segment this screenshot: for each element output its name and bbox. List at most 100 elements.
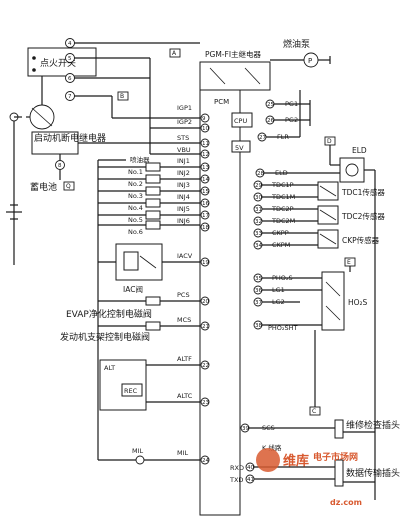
pin-circle-altc — [200, 397, 210, 407]
pin-pcs: PCS — [177, 291, 190, 299]
pin-circle-inj2 — [200, 174, 210, 184]
relay-coil-1 — [209, 67, 226, 85]
flag-q-label: Q — [66, 183, 71, 190]
tdc1-sensor: TDC1传感器 — [317, 181, 385, 201]
pin-num-inj2: 14 — [202, 177, 209, 183]
injector-no5-name: No.5 — [128, 216, 143, 224]
rec-box — [121, 383, 143, 397]
pin-num-igp1: 9 — [202, 116, 206, 122]
injector-coil-3 — [145, 186, 161, 196]
cpu-label: CPU — [234, 117, 247, 125]
right-pins-top: PG1 25 PG2 26 FLR 27 — [257, 90, 311, 142]
pin-inj5: INJ5 — [177, 205, 190, 213]
ckp-winding — [319, 233, 337, 245]
pin-num-inj4: 16 — [202, 201, 209, 207]
battery-label: 蓄电池 — [30, 181, 57, 193]
pin-altf: ALTF — [177, 355, 192, 363]
pin-txd: TXD — [229, 476, 243, 484]
injector-no6: No.6 INJ6 18 — [98, 217, 209, 236]
pin-circle-inj5 — [200, 210, 210, 220]
iac-coil — [123, 251, 139, 271]
relay-coil-2 — [244, 67, 261, 85]
watermark-brand: 维库 — [283, 453, 309, 469]
ho2s-element — [325, 281, 341, 297]
injector-coil-5 — [145, 210, 161, 220]
tdc2-sensor-label: TDC2传感器 — [341, 211, 385, 221]
iac-symbol-stroke — [139, 255, 157, 269]
pin-inj2: INJ2 — [177, 169, 190, 177]
injector-no1-name: No.1 — [128, 168, 143, 176]
main-relay-box — [199, 61, 271, 91]
pin-num-mcs: 21 — [202, 324, 209, 330]
injector-coil-4 — [145, 198, 161, 208]
mil-lamp-label: MIL — [132, 447, 144, 455]
pin-num-tdc2p: 31 — [255, 207, 262, 213]
pin-num-ckpp: 33 — [255, 231, 262, 237]
pin-num-pg1: 25 — [267, 102, 274, 108]
fuse-number-4: 7 — [68, 94, 72, 100]
fuse-number-3: 6 — [68, 76, 72, 82]
pin-circle-inj4 — [200, 198, 210, 208]
mil-lamp — [135, 455, 145, 465]
eld-device-label: ELD — [352, 146, 367, 155]
pin-num-ckpm: 34 — [255, 243, 262, 249]
flag-b-label: B — [120, 93, 124, 100]
pin-num-scs: 39 — [242, 426, 249, 432]
ckp-sensor: CKP传感器 — [317, 229, 380, 249]
pin-circle-igp2 — [200, 123, 210, 133]
flag-a-label: A — [172, 50, 177, 57]
injector-no1: No.1 INJ1 13 — [98, 157, 209, 176]
ckp-sensor-label: CKP传感器 — [342, 235, 380, 245]
pin-inj3: INJ3 — [177, 181, 190, 189]
pin-num-tdc1p: 29 — [255, 183, 262, 189]
pin-iacv: IACV — [177, 252, 193, 260]
watermark-logo — [256, 448, 280, 472]
pin-num-flr: 27 — [259, 135, 266, 141]
pin-inj6: INJ6 — [177, 217, 190, 225]
pin-inj4: INJ4 — [177, 193, 190, 201]
service-connector-plug — [334, 419, 344, 439]
pin-igp2: IGP2 — [177, 118, 192, 126]
pin-vbu: VBU — [177, 146, 191, 154]
pin-circle-sts — [200, 138, 210, 148]
pin-circle-mcs — [200, 321, 210, 331]
pin-altc: ALTC — [177, 392, 193, 400]
pin-sts: STS — [177, 134, 189, 142]
watermark-domain: dz.com — [330, 498, 362, 507]
vbu-regulator-label: 5V — [235, 144, 244, 152]
pin-num-eld: 28 — [257, 171, 264, 177]
flag-e-label: E — [347, 259, 351, 266]
pin-circle-iacv — [200, 257, 210, 267]
pin-num-pho2sht: 38 — [255, 323, 262, 329]
injector-no6-name: No.6 — [128, 228, 143, 236]
ignition-contact-2 — [32, 68, 36, 72]
watermark: 维库 电子市场网 dz.com — [256, 448, 362, 507]
starter-relay-label: 启动机断电继电器 — [34, 132, 106, 144]
fuse-number-7: 8 — [58, 163, 62, 169]
tdc2-winding — [319, 209, 337, 221]
pin-num-igp2: 10 — [202, 126, 209, 132]
dlc-label: 数据传输插头 — [346, 467, 400, 479]
pin-rxd: RXD — [230, 464, 244, 472]
pin-pho2sht: PHO₂SHT — [268, 324, 298, 332]
k-line-label: K 线路 — [262, 443, 282, 452]
pin-num-lg1: 36 — [255, 288, 262, 294]
pin-num-altc: 23 — [202, 400, 209, 406]
ho2s-heater — [325, 305, 341, 321]
rec-label: REC — [124, 387, 138, 395]
pin-num-iacv: 19 — [202, 260, 209, 266]
fuse-number-1: 4 — [68, 41, 72, 47]
pin-num-lg2: 37 — [255, 300, 262, 306]
pin-mcs: MCS — [177, 316, 191, 324]
injector-no4: No.4 INJ4 16 — [98, 193, 209, 212]
injector-coil-6 — [145, 220, 161, 230]
pin-num-tdc2m: 32 — [255, 219, 262, 225]
pin-circle-mil — [200, 455, 210, 465]
pin-inj1: INJ1 — [177, 157, 190, 165]
fuel-pump-label: 燃油泵 — [283, 38, 310, 50]
pin-num-inj5: 17 — [202, 213, 209, 219]
mount-valve-label: 发动机支架控制电磁阀 — [60, 331, 150, 343]
eld-box — [339, 157, 365, 183]
